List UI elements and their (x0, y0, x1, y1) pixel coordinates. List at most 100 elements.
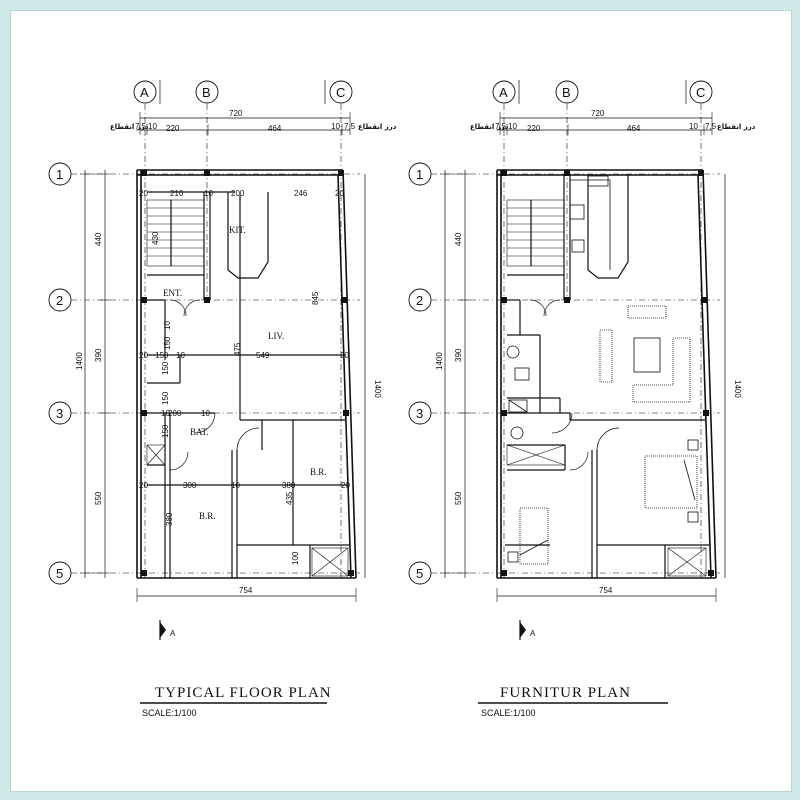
grid-label-B: B (202, 85, 211, 100)
dim-top-total: 720 (591, 109, 605, 118)
exterior-walls (496, 169, 717, 579)
dim-top-s1: 10 (508, 122, 517, 131)
door-swings (529, 299, 620, 471)
grid-label-A: A (140, 85, 149, 100)
dim-top-s3: 464 (627, 124, 641, 133)
inner-dim: 300 (183, 481, 197, 490)
section-label: A (530, 629, 536, 638)
grid-label-2: 2 (416, 293, 423, 308)
inner-dim: 20 (341, 481, 350, 490)
room-label-br1: B.R. (310, 467, 327, 477)
dim-top-left-gap: 7.5 (495, 122, 507, 131)
grid-label-C: C (336, 85, 345, 100)
double-bed (644, 439, 699, 523)
inner-dim: 100 (291, 551, 300, 565)
dim-right-total: 1400 (373, 380, 382, 398)
grid-label-B: B (562, 85, 571, 100)
inner-dim: 20 (139, 481, 148, 490)
kitchen-counter (569, 175, 611, 270)
inner-dim: 380 (165, 512, 174, 526)
grid-label-1: 1 (416, 167, 423, 182)
grid-label-3: 3 (416, 406, 423, 421)
dim-top-s4: 10 (689, 122, 698, 131)
room-label-bat: BAT. (190, 427, 209, 437)
facade-note-left: درز انقطاع (110, 123, 149, 131)
room-label-ent: ENT. (163, 288, 182, 298)
inner-dim: 10 (204, 189, 213, 198)
inner-dim: 150 (161, 391, 170, 405)
inner-dim: 549 (256, 351, 270, 360)
inner-dim: 845 (311, 291, 320, 305)
inner-dim: 150 (161, 361, 170, 375)
inner-dim: 10 (201, 409, 210, 418)
inner-dim: 20 (139, 189, 148, 198)
dim-left-d1: 440 (454, 232, 463, 246)
typical-floor-plan: 720 10 220 464 10 7.5 7.5 درز انقطاع درز… (48, 80, 397, 718)
inner-dim: 246 (294, 189, 308, 198)
dim-left-d1: 440 (94, 232, 103, 246)
shower-box (146, 444, 349, 577)
grid-label-2: 2 (56, 293, 63, 308)
grid-label-C: C (696, 85, 705, 100)
inner-dimensions: 20 210 10 200 246 20 430 845 10 150 20 1… (139, 189, 350, 565)
inner-dim: 430 (151, 231, 160, 245)
grid-label-1: 1 (56, 167, 63, 182)
dim-left-d2: 390 (94, 348, 103, 362)
dim-left-total: 1400 (75, 352, 84, 370)
inner-dim: 20 (335, 189, 344, 198)
grid-label-5: 5 (56, 566, 63, 581)
inner-dim: 10 (231, 481, 240, 490)
dim-left-d3: 550 (454, 491, 463, 505)
grid-bubble-B (555, 80, 579, 104)
dim-top-s2: 220 (527, 124, 541, 133)
facade-note-right: درز انقطاع (717, 123, 756, 131)
dim-top-s1: 10 (148, 122, 157, 131)
inner-dim: 150 (155, 351, 169, 360)
dim-top-s2: 220 (166, 124, 180, 133)
plan-scale: SCALE:1/100 (142, 708, 197, 718)
section-marker: A (159, 620, 176, 640)
furniture-plan: 720 10 220 464 10 7.5 7.5 درز انقطاع درز… (408, 80, 756, 718)
plan-scale: SCALE:1/100 (481, 708, 536, 718)
inner-dim: 435 (285, 491, 294, 505)
facade-note-right: درز انقطاع (358, 123, 397, 131)
grid-bubble-B (195, 80, 219, 104)
dim-right-total: 1400 (733, 380, 742, 398)
staircase (506, 199, 565, 267)
inner-dim: 475 (233, 342, 242, 356)
inner-dim: 150 (161, 424, 170, 438)
single-bed (507, 507, 549, 565)
staircase (146, 199, 205, 267)
structural-columns (501, 170, 714, 576)
inner-dim: 210 (170, 189, 184, 198)
inner-dim: 200 (168, 409, 182, 418)
living-sofa-set (599, 305, 691, 403)
top-dimension-chain (139, 112, 351, 135)
section-marker: A (519, 620, 536, 640)
door-swings (169, 299, 260, 471)
dim-left-d2: 390 (454, 348, 463, 362)
interior-walls (147, 191, 350, 578)
grid-bubble-C (689, 80, 713, 104)
inner-dim: 10 (161, 409, 170, 418)
grid-bubble-A (492, 80, 516, 104)
room-label-liv: LIV. (268, 331, 284, 341)
dim-bottom-total: 754 (599, 586, 613, 595)
room-label-br2: B.R. (199, 511, 216, 521)
dim-top-right-gap: 7.5 (344, 122, 356, 131)
shower-box (506, 444, 707, 577)
dim-top-right-gap: 7.5 (705, 122, 717, 131)
inner-dim: 20 (340, 351, 349, 360)
section-label: A (170, 629, 176, 638)
inner-dim: 10 (163, 321, 172, 330)
wc-fixtures (506, 345, 530, 440)
dim-left-total: 1400 (435, 352, 444, 370)
dim-left-d3: 550 (94, 491, 103, 505)
grid-label-A: A (499, 85, 508, 100)
dim-bottom-total: 754 (239, 586, 253, 595)
room-label-kit: KIT. (229, 225, 246, 235)
exterior-walls (136, 169, 357, 579)
structural-columns (141, 170, 354, 576)
dim-top-s4: 10 (331, 122, 340, 131)
